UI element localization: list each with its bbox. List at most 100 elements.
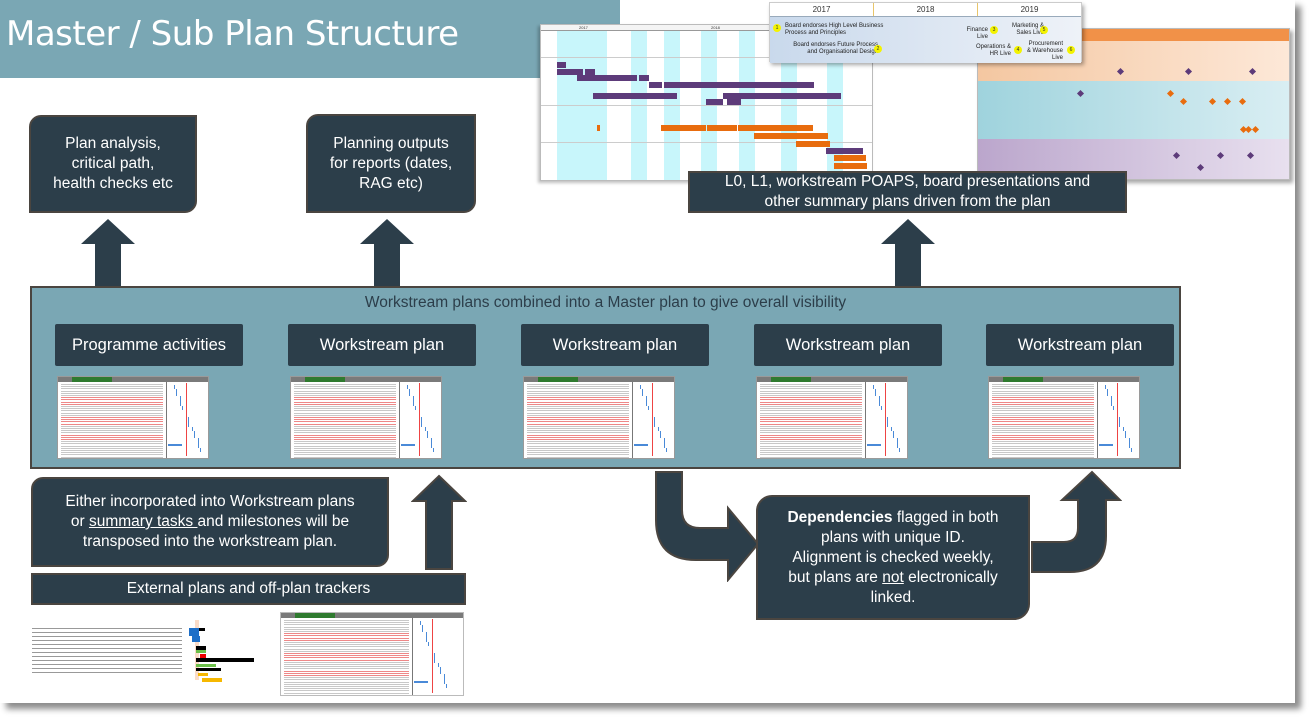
gantt-row xyxy=(992,456,1094,458)
gantt-row xyxy=(61,447,163,449)
gantt-row xyxy=(527,419,629,421)
gantt-dependency-line xyxy=(409,389,410,396)
gantt-row xyxy=(992,388,1094,390)
gantt-row xyxy=(527,403,629,405)
gantt-row xyxy=(992,450,1094,451)
gantt-row xyxy=(284,655,409,657)
gantt-row xyxy=(294,412,396,414)
gantt-row xyxy=(760,445,862,447)
gantt-row xyxy=(61,430,163,432)
gantt-row xyxy=(527,406,629,407)
gantt-row xyxy=(61,456,163,458)
gantt-header xyxy=(524,377,674,382)
gantt-dependency-line xyxy=(658,427,659,431)
gantt-row xyxy=(527,432,629,434)
gantt-row xyxy=(527,434,629,436)
dependencies-text: but plans are xyxy=(788,568,883,586)
gantt-row xyxy=(760,406,862,407)
gantt-task-bar xyxy=(867,444,881,446)
curved-arrow-icon xyxy=(1031,470,1122,573)
gantt-header-highlight xyxy=(305,377,345,382)
gantt-bar xyxy=(664,82,814,88)
gantt-today-line xyxy=(419,383,420,456)
gantt-dependency-line xyxy=(427,431,428,438)
gantt-row xyxy=(992,412,1094,414)
gantt-row xyxy=(527,428,629,429)
plan-label-workstream: Workstream plan xyxy=(986,324,1174,366)
gantt-row xyxy=(992,441,1094,443)
gantt-row xyxy=(294,447,396,449)
mini-gantt xyxy=(291,377,441,458)
gantt-row xyxy=(992,445,1094,447)
gantt-row xyxy=(61,419,163,421)
gantt-row xyxy=(61,423,163,425)
gantt-dependency-line xyxy=(1113,406,1114,410)
gantt-row xyxy=(61,428,163,429)
gantt-dependency-line xyxy=(873,385,874,389)
gantt-row xyxy=(760,403,862,405)
gantt-row xyxy=(992,401,1094,403)
gantt-dependency-line xyxy=(879,396,880,406)
gantt-row xyxy=(294,441,396,443)
gantt-row xyxy=(760,456,862,458)
summary-plans-box: L0, L1, workstream POAPS, board presenta… xyxy=(688,171,1127,213)
planning-outputs-line: RAG etc) xyxy=(359,174,423,192)
dependencies-text: flagged in both xyxy=(892,508,999,526)
gantt-row xyxy=(61,454,163,456)
gantt-row xyxy=(284,637,409,639)
gantt-row xyxy=(760,399,862,401)
gantt-row xyxy=(284,688,409,690)
gantt-row xyxy=(61,388,163,390)
gantt-dependency-line xyxy=(1107,389,1108,396)
tracker-spreadsheet-image xyxy=(32,620,254,682)
gantt-bar xyxy=(707,125,737,131)
gantt-row xyxy=(992,408,1094,410)
gantt-row xyxy=(284,620,409,621)
plan-label-workstream: Workstream plan xyxy=(288,324,476,366)
gantt-dependency-line xyxy=(654,417,655,427)
gantt-split xyxy=(1097,382,1098,458)
gantt-row xyxy=(992,395,1094,396)
gantt-dependency-line xyxy=(194,431,195,438)
gantt-bar xyxy=(649,82,662,88)
gantt-row xyxy=(527,410,629,412)
gantt-row xyxy=(527,399,629,401)
gantt-row xyxy=(527,392,629,394)
gantt-header-highlight xyxy=(771,377,811,382)
plan-label-workstream: Workstream plan xyxy=(521,324,709,366)
gantt-row xyxy=(527,441,629,443)
gantt-row xyxy=(284,644,409,646)
dependencies-line: Alignment is checked weekly, xyxy=(792,548,994,566)
plan-thumbnail xyxy=(523,376,675,459)
gantt-row xyxy=(992,439,1094,440)
gantt-dependency-line xyxy=(425,427,426,431)
gantt-header-highlight xyxy=(1003,377,1043,382)
gantt-row xyxy=(284,622,409,624)
gantt-split xyxy=(166,382,167,458)
gantt-row xyxy=(760,441,862,443)
gantt-row xyxy=(992,436,1094,438)
arrow-curve-to-dependencies xyxy=(652,470,762,582)
gantt-row xyxy=(284,624,409,626)
gantt-row xyxy=(294,425,396,427)
gantt-header xyxy=(58,377,208,382)
external-trackers-label: External plans and off-plan trackers xyxy=(126,580,371,597)
gantt-row xyxy=(760,450,862,451)
gantt-divider xyxy=(541,105,872,106)
gantt-row xyxy=(294,430,396,432)
gantt-dependency-line xyxy=(438,663,439,667)
gantt-row xyxy=(992,406,1094,407)
gantt-dependency-line xyxy=(182,406,183,410)
gantt-row xyxy=(527,395,629,396)
gantt-row xyxy=(760,397,862,399)
arrow-up-to-analysis xyxy=(80,218,136,288)
gantt-dependency-line xyxy=(428,642,429,646)
plan-thumbnail xyxy=(290,376,442,459)
gantt-row xyxy=(294,436,396,438)
gantt-dependency-line xyxy=(875,389,876,396)
incorporation-text: or xyxy=(70,513,89,530)
gantt-bar xyxy=(585,69,595,75)
gantt-task-bar xyxy=(168,444,182,446)
gantt-row xyxy=(61,436,163,438)
gantt-bar xyxy=(738,125,813,131)
